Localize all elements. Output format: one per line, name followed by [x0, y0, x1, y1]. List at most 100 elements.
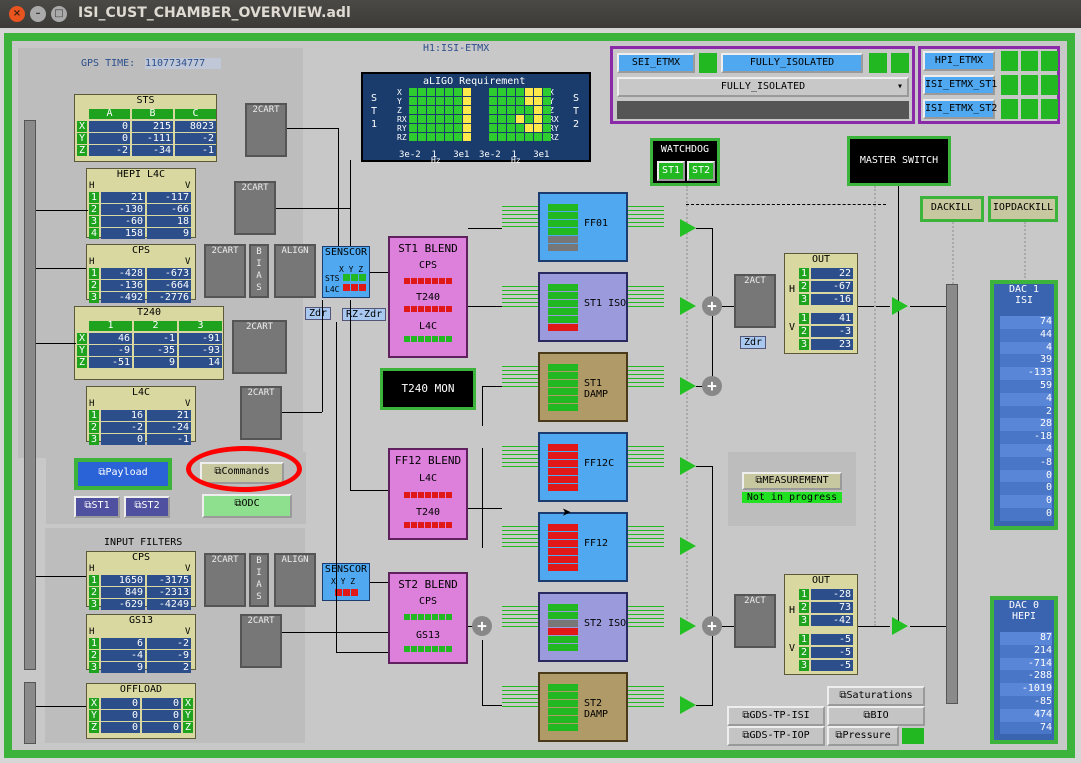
requirement-cell — [463, 115, 471, 123]
sei-etmx-button[interactable]: SEI_ETMX — [617, 53, 695, 73]
requirement-cell — [418, 133, 426, 141]
readback-value: -2 — [175, 133, 216, 144]
t240-mon-button[interactable]: T240 MON — [380, 368, 476, 410]
isi-st1-button[interactable]: ISI_ETMX_ST1 — [923, 75, 997, 95]
cps2-align-block[interactable]: ALIGN — [274, 553, 316, 607]
left-scroll-bar[interactable] — [24, 120, 36, 670]
st1damp-filter-bank[interactable]: ST1 DAMP — [538, 352, 628, 422]
sum-node-st1: + — [702, 296, 722, 316]
st1-2act-block[interactable]: 2ACT — [734, 274, 776, 328]
requirement-cell — [409, 133, 417, 141]
dac-value: 74 — [1000, 316, 1052, 329]
column-header: 1 — [89, 321, 132, 331]
cps2-title: CPS — [131, 552, 151, 563]
st2damp-filter-bank[interactable]: ST2 DAMP — [538, 672, 628, 742]
master-switch-button[interactable]: MASTER SWITCH — [847, 136, 951, 186]
maximize-icon[interactable]: □ — [51, 6, 67, 22]
requirement-cell — [463, 88, 471, 96]
left-scroll-bar-small[interactable] — [24, 682, 36, 744]
st1-button[interactable]: ⧉ST1 — [74, 496, 120, 518]
requirement-cell — [534, 115, 542, 123]
senscor-block-st1[interactable]: SENSCOR STS L4C X Y Z — [322, 246, 370, 298]
stage-letter: 2 — [573, 119, 580, 130]
readback-value: 9 — [101, 662, 145, 673]
requirement-cell — [534, 106, 542, 114]
gds-tp-isi-button[interactable]: ⧉GDS-TP-ISI — [727, 706, 825, 726]
st2iso-filter-bank[interactable]: ST2 ISO — [538, 592, 628, 662]
dac-value: 44 — [1000, 328, 1052, 342]
dackill-button[interactable]: DACKILL — [920, 196, 984, 222]
readback-value: -35 — [134, 345, 177, 356]
st1-blend-cps-leds — [404, 278, 452, 284]
cps-align-block[interactable]: ALIGN — [274, 244, 316, 298]
dof-label: Y — [397, 97, 402, 106]
cps-2cart-block[interactable]: 2CART — [204, 244, 246, 298]
requirement-cell — [427, 106, 435, 114]
hepi-2cart-block[interactable]: 2CART — [234, 181, 276, 235]
bias-letter: I — [256, 259, 262, 269]
payload-button[interactable]: ⧉Payload — [74, 458, 172, 490]
ff12-filter-bank[interactable]: FF12 — [538, 512, 628, 582]
requirement-cell — [454, 115, 462, 123]
measurement-button[interactable]: ⧉MEASUREMENT — [742, 472, 842, 490]
row-label: Y — [77, 345, 87, 356]
sts-2cart-block[interactable]: 2CART — [245, 103, 287, 157]
st1iso-filter-leds — [548, 284, 578, 331]
dof-label: Y — [549, 97, 554, 106]
minimize-icon[interactable]: – — [30, 6, 46, 22]
requirement-cell — [463, 97, 471, 105]
axis-label-right: 3e-2 1 3e1 — [479, 150, 550, 160]
gds-tp-iop-button[interactable]: ⧉GDS-TP-IOP — [727, 726, 825, 746]
ff12-blend-block[interactable]: FF12 BLEND L4C T240 — [388, 448, 468, 540]
odc-button[interactable]: ⧉ODC — [202, 494, 292, 518]
dac-value: 28 — [1000, 418, 1052, 432]
isi-st2-button[interactable]: ISI_ETMX_ST2 — [923, 99, 997, 119]
close-icon[interactable]: × — [9, 6, 25, 22]
readback-value: 6 — [101, 638, 145, 649]
ff12c-filter-bank[interactable]: FF12C — [538, 432, 628, 502]
dac-scroll-bar[interactable] — [946, 284, 958, 704]
gs13-2cart-block[interactable]: 2CART — [240, 614, 282, 668]
v-label: V — [185, 399, 191, 409]
requirement-cell — [543, 133, 551, 141]
requirement-cell — [489, 124, 497, 132]
subsystem-status-led — [1041, 75, 1058, 95]
pressure-button[interactable]: ⧉Pressure — [827, 726, 899, 746]
watchdog-st1-button[interactable]: ST1 — [657, 161, 685, 181]
h-label: H — [89, 181, 95, 191]
st2-2act-block[interactable]: 2ACT — [734, 594, 776, 648]
st1iso-label: ST1 ISO — [584, 298, 627, 309]
senscor-block-st2[interactable]: SENSCOR X Y Z — [322, 563, 370, 601]
mouse-cursor-icon: ➤ — [562, 503, 572, 522]
iopdackill-button[interactable]: IOPDACKILL — [988, 196, 1058, 222]
saturations-button[interactable]: ⧉Saturations — [827, 686, 925, 706]
rz-zdr-button[interactable]: RZ-Zdr — [342, 308, 387, 321]
bio-button[interactable]: ⧉BIO — [827, 706, 925, 726]
t240-2cart-block[interactable]: 2CART — [232, 320, 287, 374]
requirement-cell — [489, 88, 497, 96]
watchdog-panel: WATCHDOG ST1 ST2 — [650, 138, 720, 186]
dof-label: Z — [549, 106, 554, 115]
readback-value: -60 — [101, 216, 145, 227]
guardian-request-select[interactable]: FULLY_ISOLATED▾ — [617, 77, 909, 97]
st2-button[interactable]: ⧉ST2 — [124, 496, 170, 518]
readback-value: 73 — [811, 602, 853, 613]
requirement-cell — [445, 115, 453, 123]
readback-value: -34 — [132, 145, 173, 156]
hpi-etmx-button[interactable]: HPI_ETMX — [923, 51, 995, 71]
readback-value: 0 — [101, 434, 145, 445]
requirement-cell — [409, 97, 417, 105]
l4c-2cart-block[interactable]: 2CART — [240, 386, 282, 440]
st2-damp-output-arrow — [680, 696, 696, 714]
watchdog-st2-button[interactable]: ST2 — [687, 161, 715, 181]
st1iso-filter-bank[interactable]: ST1 ISO — [538, 272, 628, 342]
st1-blend-block[interactable]: ST1 BLEND CPS T240 L4C — [388, 236, 468, 358]
readback-value: -28 — [811, 589, 853, 600]
cps2-2cart-block[interactable]: 2CART — [204, 553, 246, 607]
ff01-filter-bank[interactable]: FF01 — [538, 192, 628, 262]
st2-blend-block[interactable]: ST2 BLEND CPS GS13 — [388, 572, 468, 664]
ff12c-input-lines — [502, 446, 538, 467]
dof-label: X — [397, 88, 402, 97]
